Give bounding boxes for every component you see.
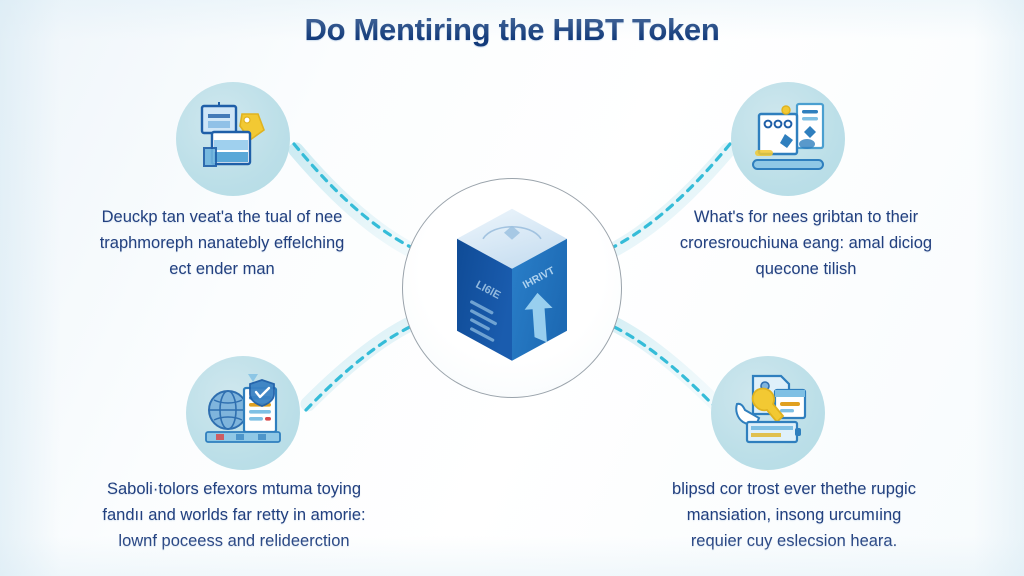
blurb-top-left: Deuckp tan veat'a the tual of nee traphm… bbox=[48, 204, 396, 282]
blue-bar-icon bbox=[752, 159, 824, 170]
blurb-line: quecone tilish bbox=[755, 260, 857, 278]
icon-globe-clipboard-shield[interactable] bbox=[186, 356, 300, 470]
blurb-line: requier cuy eslecsion heara. bbox=[690, 532, 898, 550]
central-token-cube: LI6lE IHRIVT bbox=[457, 208, 567, 361]
icon-whiteboard-checklist-card[interactable] bbox=[731, 82, 845, 196]
blurb-line: croresrouchiuɴa eang: amal diciog bbox=[679, 234, 933, 252]
globe-icon bbox=[208, 390, 248, 430]
icon-monitor-document-price-tag[interactable] bbox=[176, 82, 290, 196]
document-window-icon bbox=[210, 130, 252, 166]
blurb-line: Saboli·tolors efexors mtuma toying bbox=[106, 480, 362, 498]
blurb-top-right: What's for nees gribtan to their croresr… bbox=[632, 204, 980, 282]
blurb-line: Deuckp tan veat'a the tual of nee bbox=[101, 208, 343, 226]
blurb-line: lownf poceess and relideerction bbox=[118, 532, 350, 550]
blurb-bottom-left: Saboli·tolors efexors mtuma toying fandı… bbox=[48, 476, 420, 554]
page-title: Do Mentiring the HIBT Token bbox=[304, 12, 720, 47]
blurb-bottom-right: blipsd cor trost ever thethe rupgic mans… bbox=[608, 476, 980, 554]
shield-badge-icon bbox=[249, 379, 275, 407]
blurb-line: What's for nees gribtan to their bbox=[693, 208, 919, 226]
blurb-line: fandıı and worlds far retty in amorie: bbox=[102, 506, 366, 524]
device-tray-icon bbox=[745, 420, 801, 444]
monitor-screen-icon bbox=[200, 104, 238, 135]
whiteboard-panel-icon bbox=[757, 112, 799, 156]
blurb-line: mansiation, insong urcumıing bbox=[686, 506, 902, 524]
blurb-line: blipsd cor trost ever thethe rupgic bbox=[672, 480, 916, 498]
blurb-line: traphmoreph nanatebly effelching bbox=[99, 234, 345, 252]
center-stage: LI6lE IHRIVT bbox=[402, 178, 622, 398]
blurb-line: ect ender man bbox=[169, 260, 275, 278]
icon-wrench-document-browser[interactable] bbox=[711, 356, 825, 470]
